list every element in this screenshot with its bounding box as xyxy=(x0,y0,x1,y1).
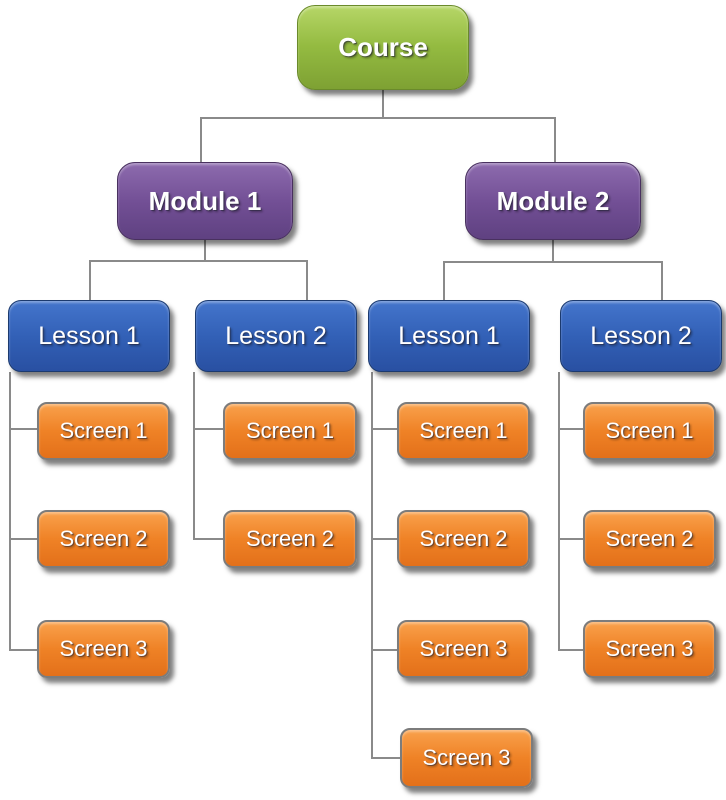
connector-line xyxy=(371,428,398,430)
connector-line xyxy=(443,261,663,263)
node-m2-lesson-2: Lesson 2 xyxy=(560,300,722,372)
node-m2l2-screen-1: Screen 1 xyxy=(583,402,716,460)
connector-line xyxy=(200,117,556,119)
node-m2l1-screen-3: Screen 3 xyxy=(397,620,530,678)
node-m2l1-screen-1: Screen 1 xyxy=(397,402,530,460)
screen-label: Screen 1 xyxy=(605,418,694,443)
course-label: Course xyxy=(338,32,428,62)
screen-label: Screen 2 xyxy=(605,526,694,551)
connector-line xyxy=(200,117,202,163)
node-m2l1-screen-3b: Screen 3 xyxy=(400,728,533,788)
connector-line xyxy=(371,757,401,759)
screen-label: Screen 3 xyxy=(605,636,694,661)
lesson-label: Lesson 2 xyxy=(590,321,692,350)
lesson-label: Lesson 1 xyxy=(398,321,500,350)
node-m2l2-screen-2: Screen 2 xyxy=(583,510,716,568)
connector-line xyxy=(558,428,584,430)
connector-line xyxy=(371,538,398,540)
screen-label: Screen 1 xyxy=(59,418,148,443)
connector-line xyxy=(371,649,398,651)
screen-label: Screen 3 xyxy=(422,745,511,770)
module-label: Module 2 xyxy=(496,185,610,216)
connector-line xyxy=(552,240,554,262)
node-m2l1-screen-2: Screen 2 xyxy=(397,510,530,568)
node-module-1: Module 1 xyxy=(117,162,293,240)
connector-line xyxy=(9,538,38,540)
connector-line xyxy=(558,538,584,540)
connector-line xyxy=(558,372,560,651)
node-course: Course xyxy=(297,5,469,90)
screen-label: Screen 3 xyxy=(419,636,508,661)
node-m2l2-screen-3: Screen 3 xyxy=(583,620,716,678)
connector-line xyxy=(193,428,224,430)
node-m1l2-screen-2: Screen 2 xyxy=(223,510,357,568)
connector-line xyxy=(382,90,384,118)
connector-line xyxy=(661,261,663,301)
screen-label: Screen 1 xyxy=(245,418,335,443)
connector-line xyxy=(89,260,91,301)
connector-line xyxy=(9,372,11,651)
node-m1l2-screen-1: Screen 1 xyxy=(223,402,357,460)
connector-line xyxy=(9,428,38,430)
node-module-2: Module 2 xyxy=(465,162,641,240)
node-m1-lesson-1: Lesson 1 xyxy=(8,300,170,372)
lesson-label: Lesson 2 xyxy=(225,321,327,350)
connector-line xyxy=(204,240,206,261)
screen-label: Screen 1 xyxy=(419,418,508,443)
node-m1-lesson-2: Lesson 2 xyxy=(195,300,357,372)
connector-line xyxy=(89,260,308,262)
lesson-label: Lesson 1 xyxy=(38,321,140,350)
module-label: Module 1 xyxy=(148,185,262,216)
node-m1l1-screen-3: Screen 3 xyxy=(37,620,170,678)
screen-label: Screen 2 xyxy=(245,526,335,551)
node-m1l1-screen-2: Screen 2 xyxy=(37,510,170,568)
node-m2-lesson-1: Lesson 1 xyxy=(368,300,530,372)
connector-line xyxy=(443,261,445,301)
screen-label: Screen 3 xyxy=(59,636,148,661)
connector-line xyxy=(554,117,556,163)
connector-line xyxy=(371,372,373,759)
connector-line xyxy=(193,538,224,540)
node-m1l1-screen-1: Screen 1 xyxy=(37,402,170,460)
connector-line xyxy=(193,372,195,540)
connector-line xyxy=(9,649,38,651)
screen-label: Screen 2 xyxy=(59,526,148,551)
connector-line xyxy=(306,260,308,301)
screen-label: Screen 2 xyxy=(419,526,508,551)
connector-line xyxy=(558,649,584,651)
